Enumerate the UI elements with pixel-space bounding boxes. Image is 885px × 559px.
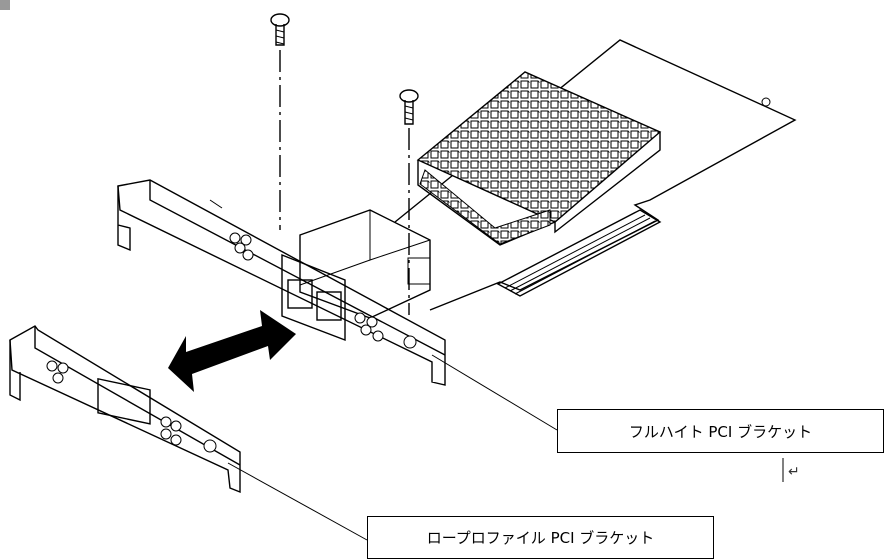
screw-icon [270, 13, 290, 46]
double-arrow-icon [168, 310, 296, 392]
edge-connector-pins [504, 214, 656, 295]
return-mark: ↵ [788, 464, 800, 480]
pcb-board [394, 39, 797, 311]
leader-line-full [431, 354, 558, 431]
corner-mark [0, 0, 10, 10]
screw-icon [399, 89, 419, 125]
full-height-bracket [117, 179, 446, 386]
heatsink [416, 71, 662, 246]
port-housing [299, 209, 431, 319]
low-profile-bracket [9, 325, 241, 494]
leader-line-low [227, 462, 368, 541]
low-profile-bracket-label: ロープロファイル PCI ブラケット [367, 516, 714, 559]
full-height-bracket-label: フルハイト PCI ブラケット [557, 409, 884, 453]
